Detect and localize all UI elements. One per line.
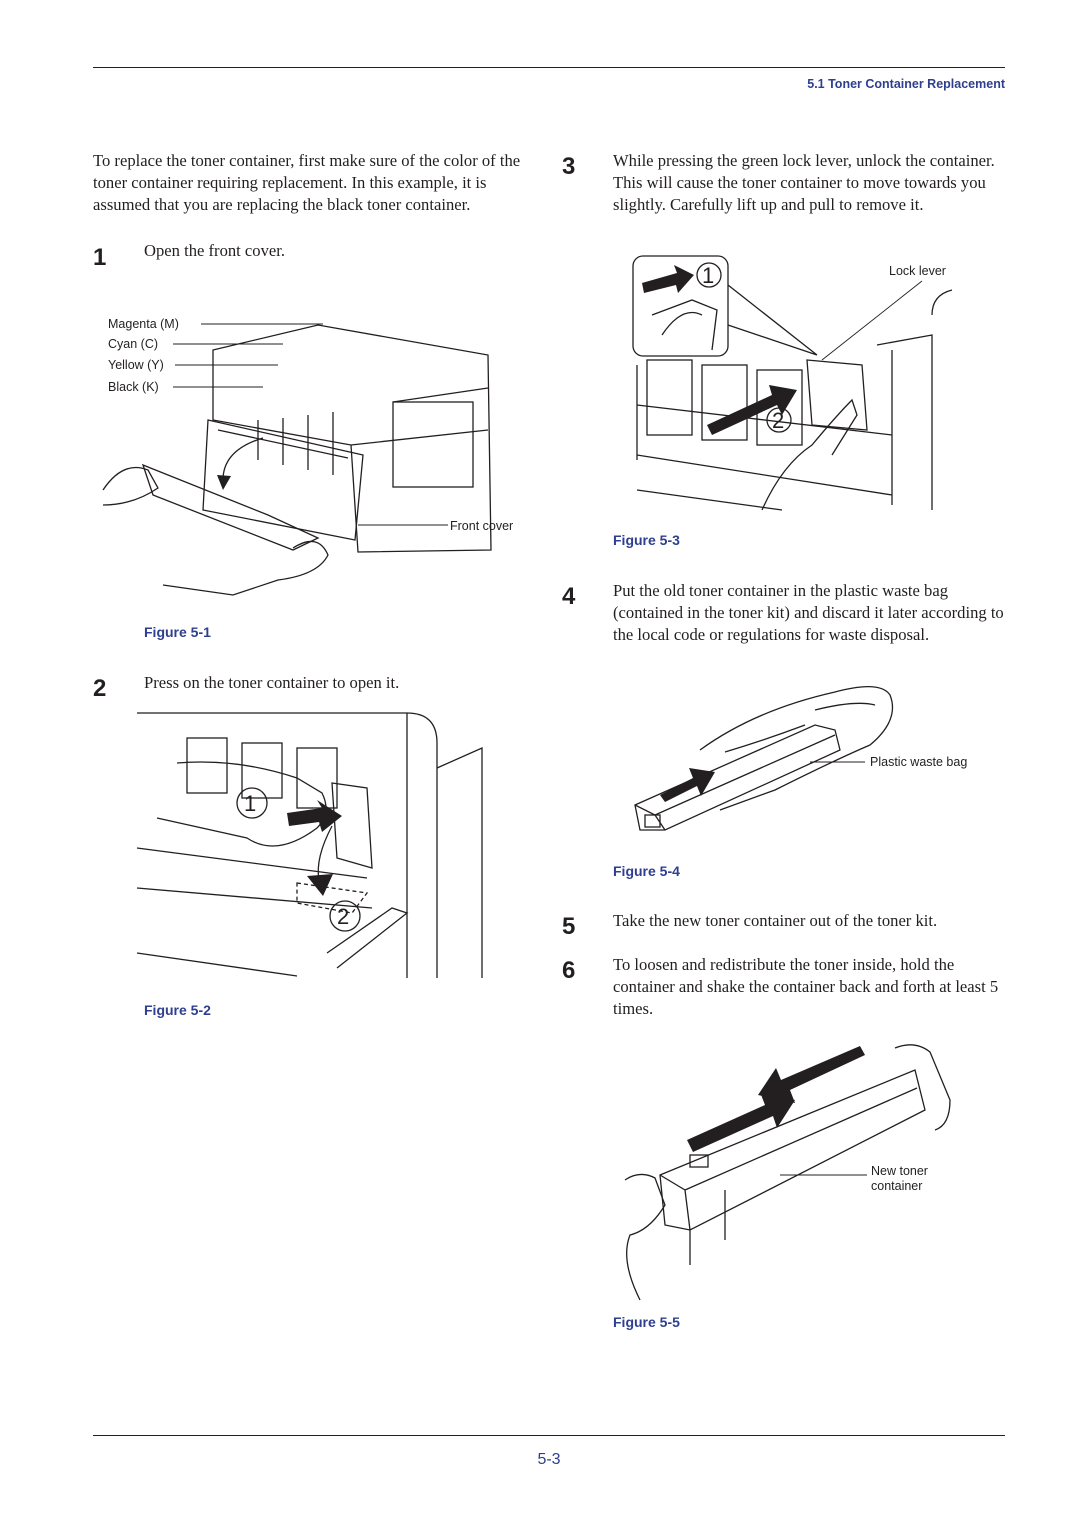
figure-1-caption: Figure 5-1	[144, 624, 211, 640]
step-1-number: 1	[93, 244, 107, 271]
section-title: 5.1 Toner Container Replacement	[807, 77, 1005, 91]
marker-1: 1	[244, 791, 256, 816]
label-magenta: Magenta (M)	[108, 317, 179, 331]
label-lock-lever: Lock lever	[889, 264, 946, 278]
step-1-text: Open the front cover.	[144, 241, 285, 260]
figure-1-printer-open-cover: Magenta (M) Cyan (C) Yellow (Y) Black (K…	[102, 317, 513, 596]
page-number: 5-3	[537, 1451, 561, 1468]
marker-2: 2	[337, 904, 349, 929]
label-new-toner-line2: container	[871, 1179, 922, 1193]
step-4-number: 4	[562, 583, 576, 610]
step-2-number: 2	[93, 675, 107, 702]
step-4-text: Put the old toner container in the plast…	[613, 581, 1004, 644]
step-2-text: Press on the toner container to open it.	[144, 673, 400, 692]
step-5-number: 5	[562, 913, 576, 940]
figure-5-shake-container: New toner container	[624, 1044, 951, 1301]
figure-2-caption: Figure 5-2	[144, 1002, 211, 1018]
label-cyan: Cyan (C)	[108, 337, 158, 351]
marker-1: 1	[702, 263, 714, 288]
label-black: Black (K)	[108, 380, 159, 394]
footer-rule	[93, 1435, 1005, 1436]
figure-4-caption: Figure 5-4	[613, 863, 680, 879]
figure-3-lock-lever: 1 Lock lever 2	[632, 255, 953, 511]
figure-3-caption: Figure 5-3	[613, 532, 680, 548]
label-new-toner-line1: New toner	[871, 1164, 928, 1178]
figure-4-waste-bag: Plastic waste bag	[634, 686, 967, 831]
step-6-number: 6	[562, 957, 576, 984]
figure-2-press-toner: 1 2	[136, 712, 483, 978]
label-plastic-waste-bag: Plastic waste bag	[870, 755, 967, 769]
label-front-cover: Front cover	[450, 519, 513, 533]
step-3-number: 3	[562, 153, 576, 180]
step-5-text: Take the new toner container out of the …	[613, 911, 938, 930]
step-3-text: While pressing the green lock lever, unl…	[613, 151, 995, 214]
step-6-text: To loosen and redistribute the toner ins…	[613, 955, 999, 1018]
intro-paragraph: To replace the toner container, first ma…	[93, 151, 521, 214]
figure-5-caption: Figure 5-5	[613, 1314, 680, 1330]
label-yellow: Yellow (Y)	[108, 358, 164, 372]
header-rule	[93, 67, 1005, 68]
marker-2: 2	[772, 408, 784, 433]
